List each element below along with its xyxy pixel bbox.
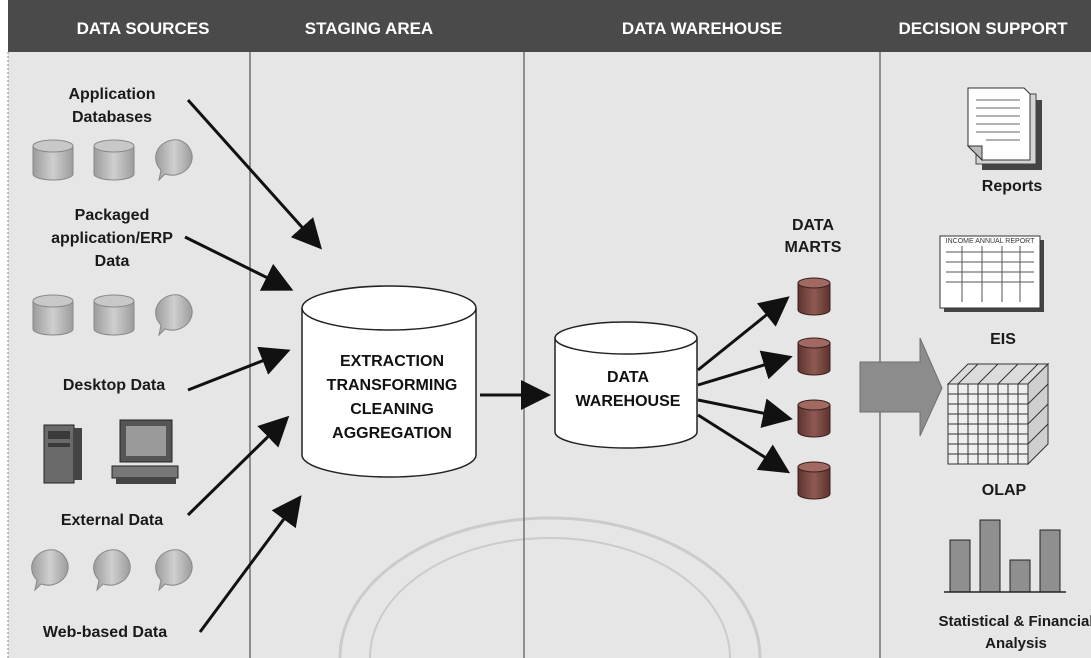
arrow-app-db [186,98,323,250]
source-arrows [184,98,323,633]
arrow-mart-3 [697,398,793,428]
warehouse-cylinder [554,321,698,449]
reports-label: Reports [982,178,1043,195]
header-staging-area: STAGING AREA [305,19,433,38]
staging-cleaning: CLEANING [350,401,434,418]
arrow-mart-1 [697,296,790,372]
source-packaged-erp-line2: application/ERP [51,230,173,247]
speech-bubble-icon [93,549,131,592]
database-icon [93,139,135,181]
arrow-web [198,495,302,633]
source-application-databases-line2: Databases [72,109,152,126]
database-icon [32,294,74,336]
server-tower-icon [43,424,82,484]
database-icon [32,139,74,181]
arrow-desktop [187,346,291,392]
data-marts-line1: DATA [792,217,835,234]
desktop-computer-icon [111,419,179,484]
source-desktop: Desktop Data [63,377,165,394]
database-icon [93,294,135,336]
bar-chart-icon [944,519,1066,593]
staging-transforming: TRANSFORMING [327,377,458,394]
reports-icon [966,87,1042,170]
speech-bubble-icon [155,549,193,592]
stats-label-line1: Statistical & Financial [938,613,1091,630]
warehouse-label-line2: WAREHOUSE [576,393,681,410]
data-mart-icon [797,461,831,500]
data-mart-icon [797,337,831,376]
staging-aggregation: AGGREGATION [332,425,452,442]
eis-report-icon [939,235,1044,312]
speech-bubble-icon [155,139,193,182]
source-external: External Data [61,512,163,529]
data-mart-cylinders [797,277,831,500]
header-data-sources: DATA SOURCES [77,19,210,38]
flow-arrow-to-decision-support [859,337,943,437]
source-bubble-row [31,549,193,592]
staging-cylinder [301,285,477,478]
arrow-mart-2 [697,350,793,387]
data-marts-line2: MARTS [785,239,842,256]
header-bar [8,0,1091,52]
source-web-based: Web-based Data [43,624,167,641]
arrow-erp [184,235,294,291]
speech-bubble-icon [31,549,69,592]
watermark-seal [338,516,762,658]
staging-extraction: EXTRACTION [340,353,444,370]
diagram-background [8,0,1091,658]
mart-arrows [697,296,793,474]
eis-report-title: INCOME ANNUAL REPORT [946,238,1035,245]
data-mart-icon [797,399,831,438]
arrow-mart-4 [697,413,791,474]
eis-label: EIS [990,331,1016,348]
header-decision-support: DECISION SUPPORT [898,19,1068,38]
speech-bubble-icon [155,294,193,337]
olap-label: OLAP [982,482,1027,499]
arrow-external [186,415,290,517]
source-packaged-erp-line1: Packaged [75,207,150,224]
olap-cube-icon [946,362,1050,466]
stats-label-line2: Analysis [985,635,1047,652]
warehouse-label-line1: DATA [607,369,650,386]
source-application-databases-line1: Application [68,86,155,103]
computer-icons [43,419,179,484]
source-db-row-1 [32,139,193,182]
source-packaged-erp-line3: Data [95,253,130,270]
data-mart-icon [797,277,831,316]
source-db-row-2 [32,294,193,337]
header-data-warehouse: DATA WAREHOUSE [622,19,782,38]
